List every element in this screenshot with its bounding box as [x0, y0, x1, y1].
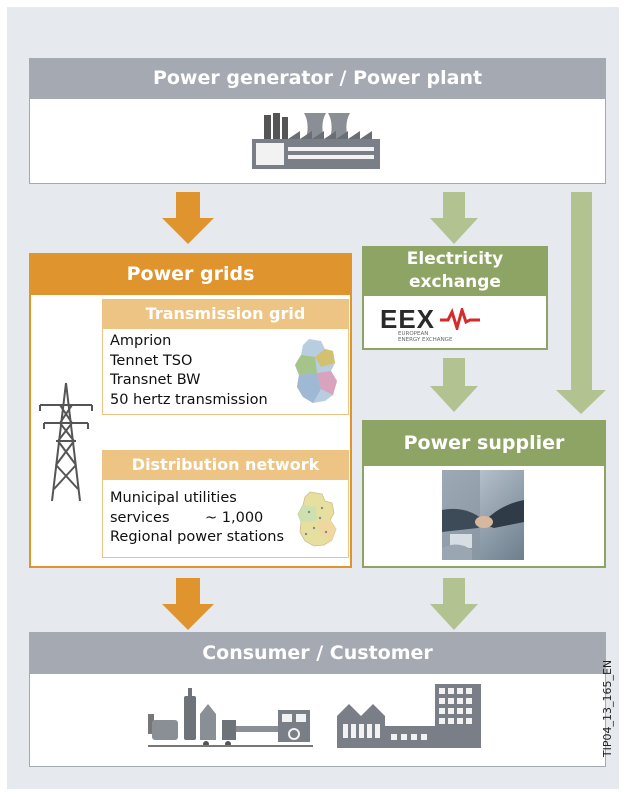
pulse-icon: [440, 308, 480, 330]
power-supplier-box: [362, 466, 606, 568]
eex-logo: EEX EUROPEAN ENERGY EXCHANGE: [378, 304, 534, 343]
factory-icon: [337, 684, 481, 748]
power-grids-box: Transmission grid Amprion Tennet TSO Tra…: [29, 295, 352, 568]
power-generator-title: Power generator / Power plant: [29, 58, 606, 99]
operator-item: 50 hertz transmission: [110, 391, 268, 408]
distribution-count-row: services ~ 1,000: [110, 509, 284, 529]
arrow-supplier-to-consumer: [430, 578, 478, 630]
germany-map-icon: [295, 339, 337, 403]
transmission-grid-box: Amprion Tennet TSO Transnet BW 50 hertz …: [102, 329, 349, 415]
electricity-exchange-title: Electricity exchange: [362, 246, 548, 296]
distribution-services-label: services: [110, 509, 170, 526]
arrow-exchange-to-supplier: [430, 358, 478, 412]
distribution-count-value: ~ 1,000: [205, 509, 264, 526]
arrow-generator-to-exchange: [430, 192, 478, 244]
arrow-grids-to-consumer: [162, 578, 214, 630]
operator-item: Amprion: [110, 333, 172, 349]
industrial-plant-icon: [148, 688, 313, 747]
consumer-box: [29, 674, 606, 767]
power-plant-icon: [252, 113, 380, 169]
electricity-exchange-box: EEX EUROPEAN ENERGY EXCHANGE: [362, 296, 548, 350]
eex-sub-line: ENERGY EXCHANGE: [398, 337, 453, 343]
distribution-line: Regional power stations: [110, 529, 285, 545]
figure-code-text: TIP04_13_165_EN: [601, 659, 614, 758]
distribution-line: Municipal utilities: [110, 490, 237, 506]
arrow-generator-to-grids: [162, 192, 214, 244]
eex-sub-line: EUROPEAN: [398, 331, 429, 337]
power-grids-title: Power grids: [29, 253, 352, 295]
power-supplier-title: Power supplier: [362, 420, 606, 466]
power-generator-box: [29, 99, 606, 184]
operator-item: Transnet BW: [110, 372, 201, 388]
power-pylon-icon: [39, 382, 93, 502]
arrow-generator-to-supplier: [556, 192, 606, 414]
operator-item: Tennet TSO: [110, 352, 193, 369]
eex-logo-subtitle: EUROPEAN ENERGY EXCHANGE: [398, 331, 452, 343]
exchange-title-line2: exchange: [409, 272, 501, 292]
transmission-grid-title: Transmission grid: [102, 299, 349, 329]
consumer-title: Consumer / Customer: [29, 632, 606, 674]
eex-logo-text: EEX: [380, 304, 436, 334]
exchange-title-line1: Electricity: [406, 249, 504, 269]
germany-map-icon: [297, 491, 337, 547]
handshake-photo: [442, 470, 524, 560]
distribution-network-title: Distribution network: [102, 450, 349, 480]
figure-code: TIP04_13_165_EN: [597, 650, 617, 775]
distribution-network-box: Municipal utilities services ~ 1,000 Reg…: [102, 480, 349, 558]
